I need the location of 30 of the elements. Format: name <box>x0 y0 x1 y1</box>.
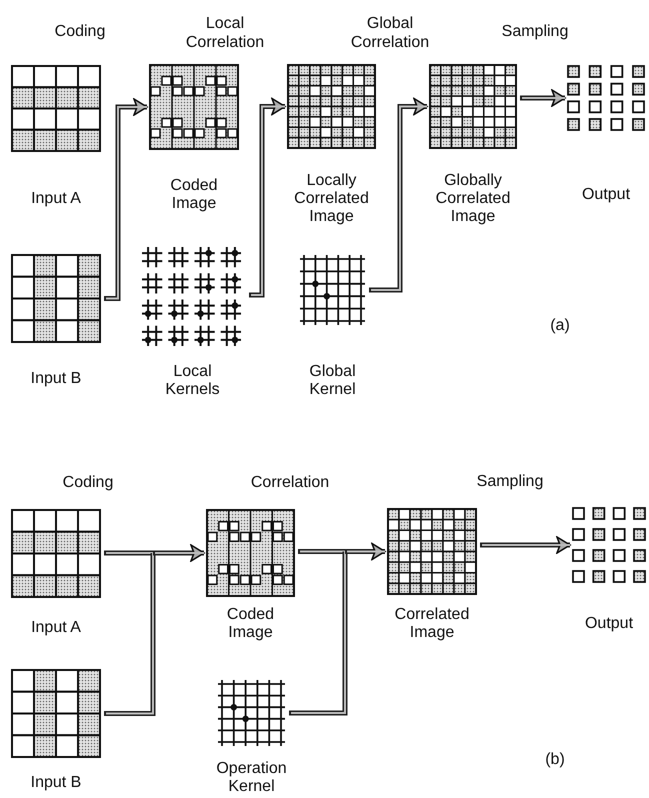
panel-label: (a) <box>549 316 571 335</box>
image-caption: Input B <box>30 370 82 388</box>
hollow-arrow <box>480 536 571 554</box>
stage-heading: Global Correlation <box>350 14 430 52</box>
image-caption: Input B <box>30 774 82 792</box>
stage-heading: Sampling <box>500 22 570 41</box>
hollow-arrow <box>345 542 386 560</box>
image-caption: Input A <box>30 190 82 208</box>
image-caption: Coded Image <box>169 177 219 213</box>
image-caption: Locally Correlated Image <box>293 172 370 226</box>
stage-heading: Local Correlation <box>184 14 266 52</box>
image-caption: Output <box>580 186 632 204</box>
image-caption: Global Kernel <box>308 363 357 399</box>
image-caption: Input A <box>30 619 82 637</box>
stage-heading: Coding <box>62 473 114 492</box>
hollow-arrow <box>520 89 566 107</box>
stage-heading: Sampling <box>476 472 544 491</box>
stage-heading: Coding <box>54 22 106 41</box>
image-caption: Output <box>584 615 634 633</box>
image-caption: Local Kernels <box>164 363 221 399</box>
image-caption: Globally Correlated Image <box>434 172 512 226</box>
hollow-arrow <box>104 98 148 301</box>
hollow-arrow <box>249 98 286 298</box>
image-caption: Operation Kernel <box>215 760 288 796</box>
panel-label: (b) <box>544 750 566 769</box>
image-caption: Correlated Image <box>394 606 470 642</box>
hollow-arrow <box>369 98 428 292</box>
image-caption: Coded Image <box>226 606 276 642</box>
stage-heading: Correlation <box>250 473 330 492</box>
hollow-arrow <box>153 544 205 562</box>
